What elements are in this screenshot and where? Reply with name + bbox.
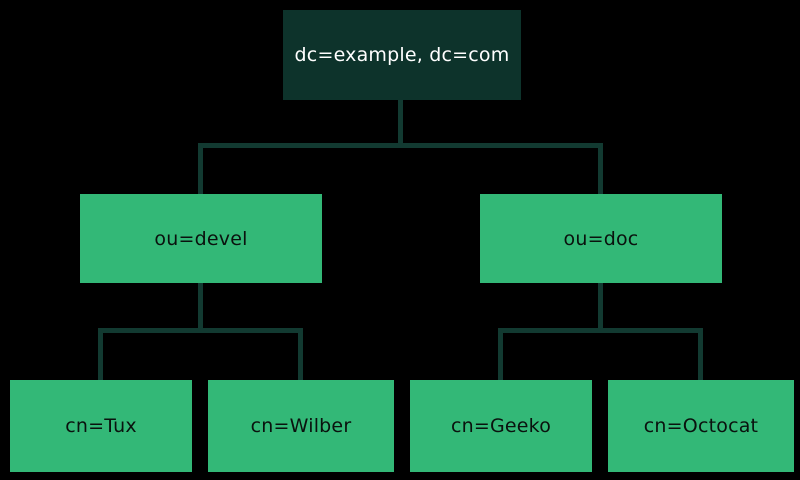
root-node: dc=example, dc=com	[283, 10, 521, 100]
root-node-label: dc=example, dc=com	[294, 44, 510, 66]
cn-tux-node-label: cn=Tux	[65, 415, 137, 437]
connector-root-crossbar	[198, 143, 603, 148]
connector-root-to-devel	[198, 143, 203, 194]
cn-octocat-node: cn=Octocat	[608, 380, 794, 472]
cn-octocat-node-label: cn=Octocat	[643, 415, 759, 437]
ou-devel-node-label: ou=devel	[154, 227, 248, 250]
ou-devel-node: ou=devel	[80, 194, 322, 283]
connector-devel-crossbar	[98, 328, 303, 333]
cn-tux-node: cn=Tux	[10, 380, 192, 472]
connector-devel-to-tux	[98, 328, 103, 380]
connector-root-to-doc	[598, 143, 603, 194]
connector-doc-to-geeko	[498, 328, 503, 380]
ou-doc-node: ou=doc	[480, 194, 722, 283]
cn-geeko-node-label: cn=Geeko	[450, 415, 552, 437]
connector-doc-crossbar	[498, 328, 703, 333]
connector-doc-to-octocat	[698, 328, 703, 380]
cn-wilber-node: cn=Wilber	[208, 380, 394, 472]
connector-devel-stem	[198, 283, 203, 328]
connector-root-stem	[398, 100, 403, 148]
cn-wilber-node-label: cn=Wilber	[250, 415, 352, 437]
connector-doc-stem	[598, 283, 603, 328]
ou-doc-node-label: ou=doc	[563, 227, 639, 250]
cn-geeko-node: cn=Geeko	[410, 380, 592, 472]
connector-devel-to-wilber	[298, 328, 303, 380]
